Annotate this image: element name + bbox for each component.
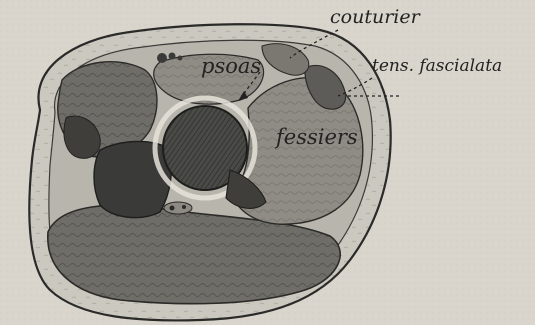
label-psoas: psoas	[201, 56, 261, 77]
label-couturier: couturier	[330, 8, 420, 27]
pelvic-bone	[94, 141, 171, 217]
label-fessiers: fessiers	[276, 127, 358, 148]
neurovascular-bundle	[164, 202, 192, 214]
label-tens-fascia-lata: tens. fascialata	[372, 58, 502, 75]
